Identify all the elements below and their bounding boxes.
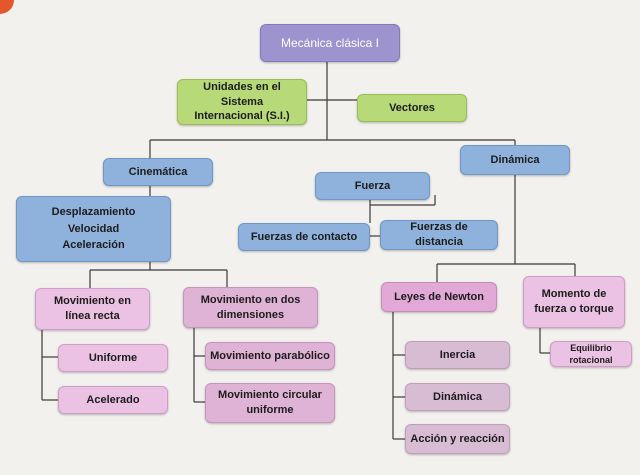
accelerated-node: Acelerado	[58, 386, 168, 414]
parabolic-node: Movimiento parabólico	[205, 342, 335, 370]
kinematics-node: Cinemática	[103, 158, 213, 186]
uniform-node: Uniforme	[58, 344, 168, 372]
circular-node: Movimiento circular uniforme	[205, 383, 335, 423]
root-node: Mecánica clásica I	[260, 24, 400, 62]
torque-node: Momento de fuerza o torque	[523, 276, 625, 328]
motion-2d-node: Movimiento en dos dimensiones	[183, 287, 318, 328]
contact-forces-node: Fuerzas de contacto	[238, 223, 370, 251]
linear-motion-node: Movimiento en línea recta	[35, 288, 150, 330]
action-reaction-node: Acción y reacción	[405, 424, 510, 454]
dynamics-law-node: Dinámica	[405, 383, 510, 411]
distance-forces-node: Fuerzas de distancia	[380, 220, 498, 250]
vectors-node: Vectores	[357, 94, 467, 122]
inertia-node: Inercia	[405, 341, 510, 369]
kinematic-quantities-node: Desplazamiento Velocidad Aceleración	[16, 196, 171, 262]
si-units-node: Unidades en el Sistema Internacional (S.…	[177, 79, 307, 125]
force-node: Fuerza	[315, 172, 430, 200]
rotational-equilibrium-node: Equilibrio rotacional	[550, 341, 632, 367]
newton-laws-node: Leyes de Newton	[381, 282, 497, 312]
dynamics-node: Dinámica	[460, 145, 570, 175]
